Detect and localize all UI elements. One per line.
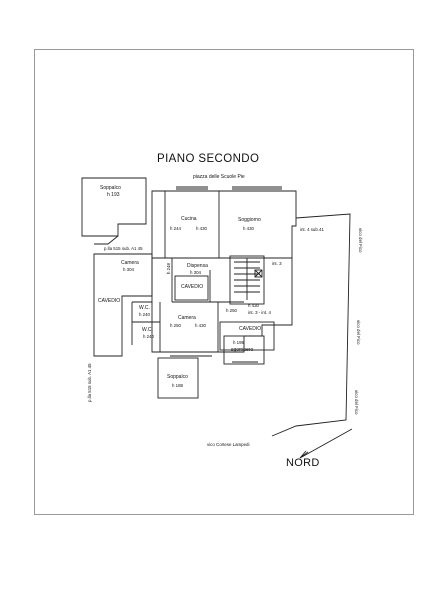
soggiorno-name: Soggiorno: [238, 217, 261, 223]
wc1-height: h 240: [139, 312, 150, 317]
street-bottom: vico Cortese Lampedi: [207, 442, 250, 447]
parcel-left-lower: p.lla 515 sub. A1 45: [87, 363, 92, 402]
camera-center-height-1: h 250: [170, 323, 181, 328]
camera-center-name: Camera: [178, 315, 196, 321]
street-right-lower: vico del Fico: [354, 390, 359, 415]
cucina-height-1: h 244: [170, 226, 181, 231]
left-wing-outline: [93, 253, 153, 357]
camera-left-height: h 304: [123, 267, 134, 272]
plan-title: PIANO SECONDO: [157, 153, 260, 165]
street-right-upper: vico del Fico: [358, 228, 363, 253]
camera-center-height-2: h 430: [195, 323, 206, 328]
soppalco-top-outline: [81, 177, 147, 237]
parcel-left-upper: p.lla 515 sub. A1 45: [104, 246, 143, 251]
adjacent-building-outline: [271, 213, 351, 437]
h430-label: h 430: [248, 303, 259, 308]
cavedio-left: CAVEDIO: [98, 298, 121, 304]
main-block-outline: [151, 190, 297, 353]
wc1-name: W.C.: [139, 305, 150, 311]
wc2-name: W.C.: [142, 327, 153, 333]
sgombero-height: h 195: [233, 340, 244, 345]
cucina-name: Cucina: [181, 216, 197, 222]
cucina-height-2: h 430: [196, 226, 207, 231]
soggiorno-height: h 430: [243, 226, 254, 231]
camera-left-name: Camera: [121, 260, 139, 266]
soppalco-bottom-height: h 188: [172, 383, 183, 388]
north-label: NORD: [286, 457, 320, 469]
street-right-middle: vico del Fico: [356, 320, 361, 345]
wc2-height: h 240: [143, 334, 154, 339]
right-interior-label: int. 4 sub.41: [300, 227, 324, 232]
cavedio-right: CAVEDIO: [239, 326, 262, 332]
drawing-frame: [34, 49, 414, 515]
north-arrow-line: [299, 428, 353, 459]
h250-label: h 250: [226, 308, 237, 313]
sgombero-name: sgombero: [231, 347, 254, 353]
cavedio-center: CAVEDIO: [181, 284, 204, 290]
street-top: piazza delle Scuole Pie: [193, 174, 245, 180]
dispensa-side-height: h 248: [166, 263, 171, 274]
int3-label: int. 3: [272, 261, 282, 266]
soppalco-top-name: Soppalco: [100, 185, 121, 191]
soppalco-top-height: h 193: [107, 192, 120, 198]
soppalco-bottom-name: Soppalco: [167, 374, 188, 380]
int3-4-label: int. 3 - int. 4: [248, 310, 271, 315]
dispensa-height: h 304: [190, 270, 201, 275]
dispensa-name: Dispensa: [187, 263, 208, 269]
north-arrow-head: [299, 450, 309, 459]
